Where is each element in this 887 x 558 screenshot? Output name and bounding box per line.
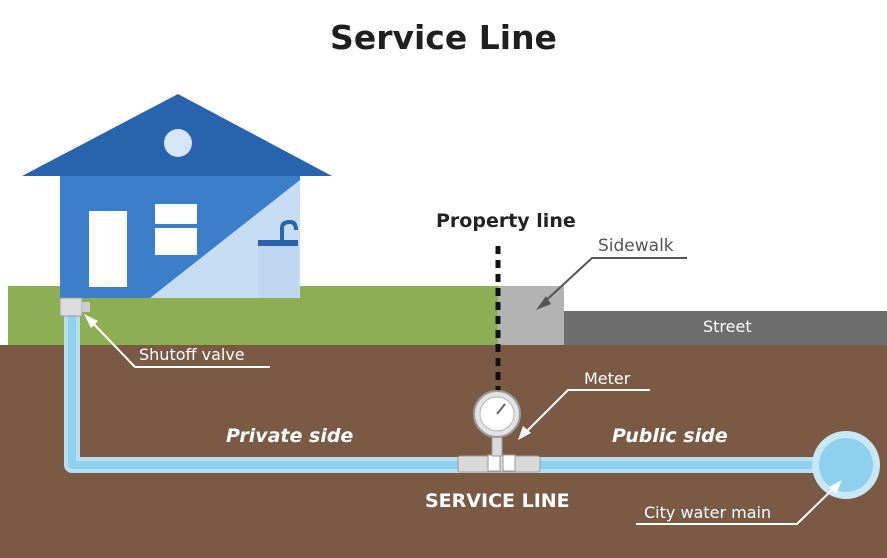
house-icon — [22, 94, 332, 298]
soil — [0, 345, 887, 558]
page-title: Service Line — [330, 18, 557, 57]
shutoff-valve-icon — [59, 297, 90, 317]
private-side-label: Private side — [226, 425, 354, 447]
shutoff-valve-leader — [84, 314, 270, 368]
meter-leader — [518, 389, 650, 440]
street — [564, 311, 887, 345]
sidewalk-label: Sidewalk — [598, 236, 674, 256]
public-side-label: Public side — [612, 425, 728, 447]
shutoff-valve-label: Shutoff valve — [139, 345, 245, 364]
service-line-label: SERVICE LINE — [425, 490, 570, 512]
water-main-leader — [636, 480, 842, 525]
faucet-icon — [280, 219, 298, 240]
sidewalk — [498, 286, 564, 345]
meter-icon — [457, 390, 541, 473]
meter-label: Meter — [584, 369, 631, 388]
street-label: Street — [703, 317, 752, 336]
city-water-main-label: City water main — [644, 503, 772, 522]
property-line-label: Property line — [436, 210, 576, 232]
water-main-icon — [812, 431, 880, 499]
sidewalk-leader — [536, 257, 687, 310]
service-pipe — [64, 306, 846, 473]
